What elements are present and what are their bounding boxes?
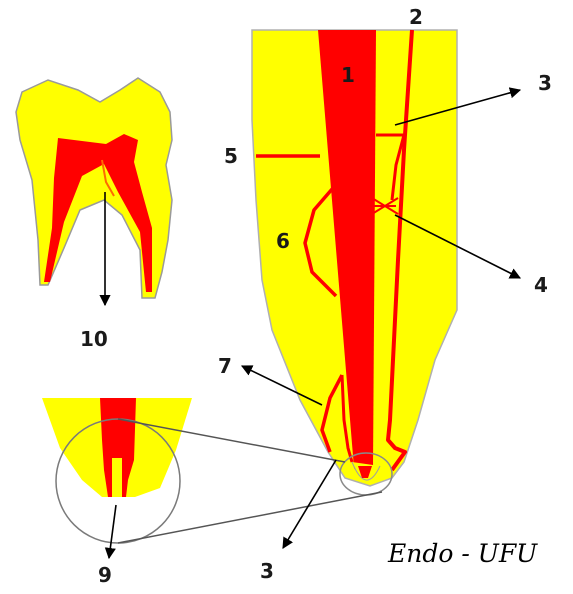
watermark: Endo - UFU xyxy=(387,539,538,568)
label-4: 4 xyxy=(534,273,548,297)
label-9: 9 xyxy=(98,563,112,587)
label-10: 10 xyxy=(80,327,108,351)
label-3-lower: 3 xyxy=(260,559,274,583)
main-root xyxy=(252,30,457,495)
label-6: 6 xyxy=(276,229,290,253)
label-3-upper: 3 xyxy=(538,71,552,95)
arrow-9 xyxy=(109,505,116,558)
label-2: 2 xyxy=(409,5,423,29)
label-5: 5 xyxy=(224,144,238,168)
magnifier-link-bottom xyxy=(118,492,382,543)
molar-tooth xyxy=(16,78,172,298)
label-7: 7 xyxy=(218,354,232,378)
label-1: 1 xyxy=(341,63,355,87)
arrow-3-lower xyxy=(283,460,336,548)
